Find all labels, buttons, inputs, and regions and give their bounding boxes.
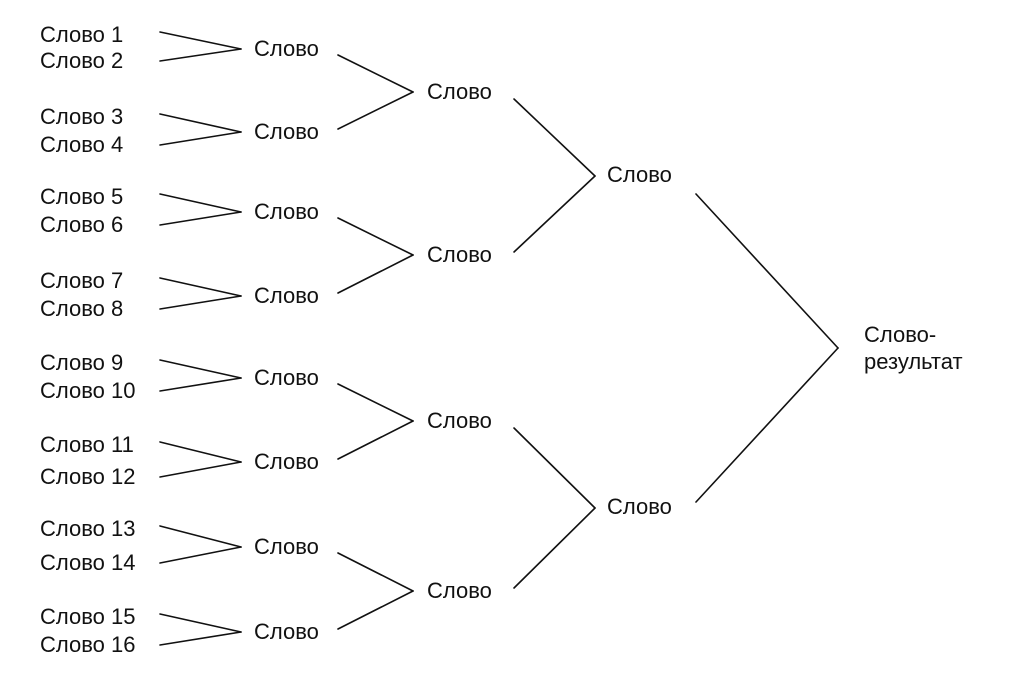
leaf-word-1: Слово 1 bbox=[40, 22, 123, 47]
connector-level2-1 bbox=[513, 98, 596, 177]
connector-level1-7 bbox=[337, 552, 414, 592]
leaf-word-2: Слово 2 bbox=[40, 48, 123, 73]
connector-leaf-16 bbox=[159, 631, 242, 646]
level1-word-1: Слово bbox=[254, 36, 319, 61]
result-word-line2: результат bbox=[864, 349, 963, 374]
connector-level1-5 bbox=[337, 383, 414, 422]
connector-level1-1 bbox=[337, 54, 414, 93]
connector-level2-3 bbox=[513, 427, 596, 509]
leaf-word-4: Слово 4 bbox=[40, 132, 123, 157]
leaf-word-14: Слово 14 bbox=[40, 550, 135, 575]
level1-word-8: Слово bbox=[254, 619, 319, 644]
level3-word-2: Слово bbox=[607, 494, 672, 519]
connector-leaf-7 bbox=[159, 277, 242, 297]
level2-word-3: Слово bbox=[427, 408, 492, 433]
leaf-word-5: Слово 5 bbox=[40, 184, 123, 209]
connector-leaf-3 bbox=[159, 113, 242, 133]
level3-word-1: Слово bbox=[607, 162, 672, 187]
leaf-word-16: Слово 16 bbox=[40, 632, 135, 657]
connector-leaf-10 bbox=[159, 377, 242, 392]
connector-level3-2 bbox=[695, 347, 839, 503]
connector-leaf-14 bbox=[159, 546, 242, 564]
connector-leaf-12 bbox=[159, 461, 242, 478]
connector-leaf-9 bbox=[159, 359, 242, 379]
connector-leaf-6 bbox=[159, 211, 242, 226]
connector-level2-4 bbox=[513, 507, 596, 589]
level1-word-4: Слово bbox=[254, 283, 319, 308]
level1-word-3: Слово bbox=[254, 199, 319, 224]
leaf-word-11: Слово 11 bbox=[40, 432, 134, 457]
connector-leaf-11 bbox=[159, 441, 242, 463]
connector-level2-2 bbox=[513, 175, 596, 253]
connector-leaf-8 bbox=[159, 295, 242, 310]
result-word-line1: Слово- bbox=[864, 322, 936, 347]
level1-word-5: Слово bbox=[254, 365, 319, 390]
leaf-word-9: Слово 9 bbox=[40, 350, 123, 375]
leaf-word-10: Слово 10 bbox=[40, 378, 135, 403]
leaf-word-6: Слово 6 bbox=[40, 212, 123, 237]
level2-word-1: Слово bbox=[427, 79, 492, 104]
connector-lines bbox=[159, 31, 839, 646]
leaf-word-12: Слово 12 bbox=[40, 464, 135, 489]
connector-level1-4 bbox=[337, 254, 414, 294]
level2-word-2: Слово bbox=[427, 242, 492, 267]
connector-leaf-1 bbox=[159, 31, 242, 50]
connector-level3-1 bbox=[695, 193, 839, 349]
leaf-word-15: Слово 15 bbox=[40, 604, 135, 629]
level1-word-7: Слово bbox=[254, 534, 319, 559]
connector-level1-6 bbox=[337, 420, 414, 460]
connector-leaf-4 bbox=[159, 131, 242, 146]
leaf-word-13: Слово 13 bbox=[40, 516, 135, 541]
connector-leaf-5 bbox=[159, 193, 242, 213]
level2-word-4: Слово bbox=[427, 578, 492, 603]
leaf-word-7: Слово 7 bbox=[40, 268, 123, 293]
connector-leaf-15 bbox=[159, 613, 242, 633]
leaf-word-8: Слово 8 bbox=[40, 296, 123, 321]
connector-level1-8 bbox=[337, 590, 414, 630]
level1-word-6: Слово bbox=[254, 449, 319, 474]
connector-leaf-13 bbox=[159, 525, 242, 548]
leaf-word-3: Слово 3 bbox=[40, 104, 123, 129]
level1-word-2: Слово bbox=[254, 119, 319, 144]
connector-level1-3 bbox=[337, 217, 414, 256]
connector-level1-2 bbox=[337, 91, 414, 130]
connector-leaf-2 bbox=[159, 48, 242, 62]
